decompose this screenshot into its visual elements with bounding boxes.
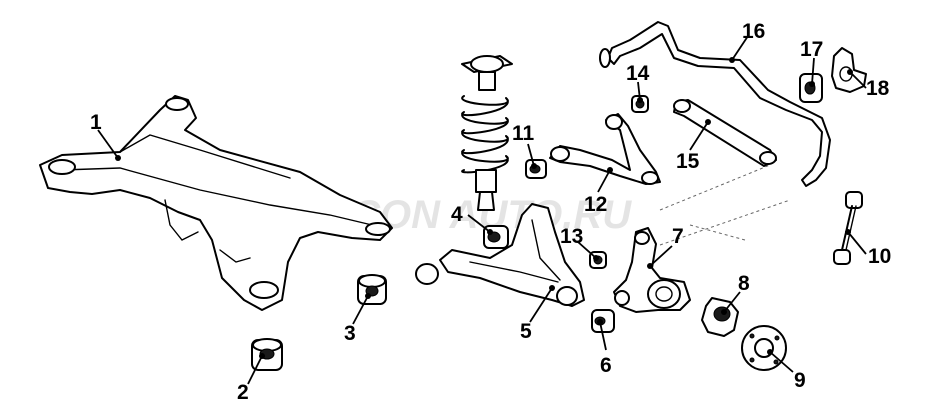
- stabilizer-bushing: [799, 73, 823, 103]
- assembly-guide-lines: [659, 164, 791, 246]
- callout-3: 3: [344, 322, 356, 345]
- callout-15: 15: [676, 150, 700, 173]
- steering-knuckle: [613, 227, 691, 313]
- callout-4: 4: [451, 203, 463, 226]
- subframe: [39, 95, 393, 311]
- stabilizer-link: [833, 191, 863, 265]
- callout-10: 10: [868, 245, 891, 268]
- callout-labels: 1 2 3 4 5 6 7 8 9 10 11 12 13 14 15 16 1…: [90, 20, 891, 404]
- wheel-bearing: [701, 297, 739, 337]
- callout-8: 8: [738, 272, 750, 295]
- lower-control-arm: [415, 203, 585, 307]
- callout-12: 12: [584, 193, 607, 216]
- bushing-6: [591, 309, 615, 333]
- callout-18: 18: [866, 77, 890, 100]
- callout-7: 7: [672, 225, 684, 248]
- bushing-11: [525, 159, 547, 179]
- callout-5: 5: [520, 320, 532, 343]
- callout-17: 17: [800, 38, 823, 61]
- coil-spring-shock-absorber: [461, 55, 513, 211]
- callout-11: 11: [512, 122, 535, 145]
- callout-6: 6: [600, 354, 612, 377]
- callout-2: 2: [237, 381, 249, 404]
- leader-lines: [97, 35, 867, 385]
- callout-16: 16: [742, 20, 765, 43]
- trailing-link: [673, 99, 777, 167]
- stabilizer-bar: [599, 21, 831, 187]
- wheel-hub: [741, 325, 787, 371]
- callout-13: 13: [560, 225, 583, 248]
- upper-control-arm: [549, 113, 661, 185]
- callout-1: 1: [90, 111, 102, 134]
- callout-9: 9: [794, 369, 806, 392]
- bushing-3: [357, 274, 387, 305]
- callout-14: 14: [626, 62, 650, 85]
